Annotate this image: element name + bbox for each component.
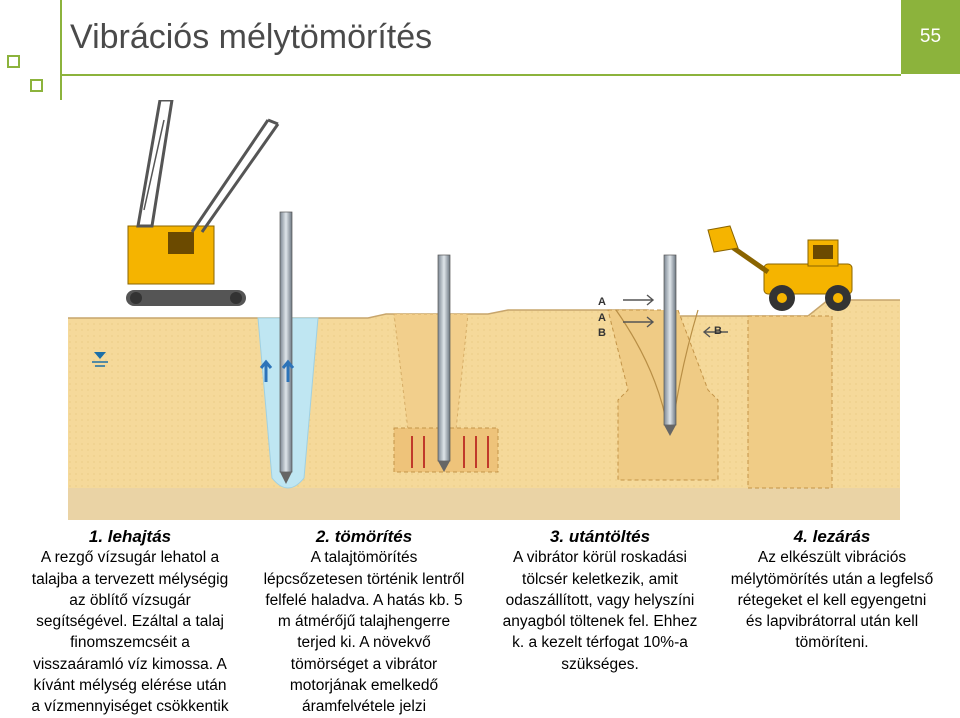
decorative-square (7, 55, 20, 68)
page-title: Vibrációs mélytömörítés (70, 18, 432, 57)
step-4-heading: 4. lezárás (714, 526, 950, 547)
compaction-diagram: A B B A (68, 100, 900, 520)
wheel-loader-icon (708, 226, 852, 311)
step-4-body: Az elkészült vibrációs mélytömörítés utá… (714, 547, 950, 653)
label-b-2: B (714, 325, 722, 337)
step-3-text: 3. utántöltés A vibrátor körül roskadási… (482, 526, 718, 675)
decorative-square (30, 79, 43, 92)
step-4-text: 4. lezárás Az elkészült vibrációs mélytö… (714, 526, 950, 654)
step-2-heading: 2. tömörítés (246, 526, 482, 547)
crane-icon (126, 100, 278, 306)
page-number-badge: 55 (901, 0, 960, 74)
step-1-heading: 1. lehajtás (14, 526, 246, 547)
label-b: B (598, 327, 606, 339)
step-2-body: A talajtömörítés lépcsőzetesen történik … (246, 547, 482, 717)
step-2-text: 2. tömörítés A talajtömörítés lépcsőzete… (246, 526, 482, 718)
accent-vertical-line (60, 0, 62, 100)
label-a-2: A (598, 312, 606, 324)
step-3-heading: 3. utántöltés (482, 526, 718, 547)
accent-horizontal-line (60, 74, 901, 76)
step-1-body: A rezgő vízsugár lehatol a talajba a ter… (14, 547, 246, 717)
step-1-text: 1. lehajtás A rezgő vízsugár lehatol a t… (14, 526, 246, 718)
step-3-body: A vibrátor körül roskadási tölcsér kelet… (482, 547, 718, 675)
label-a: A (598, 296, 606, 308)
